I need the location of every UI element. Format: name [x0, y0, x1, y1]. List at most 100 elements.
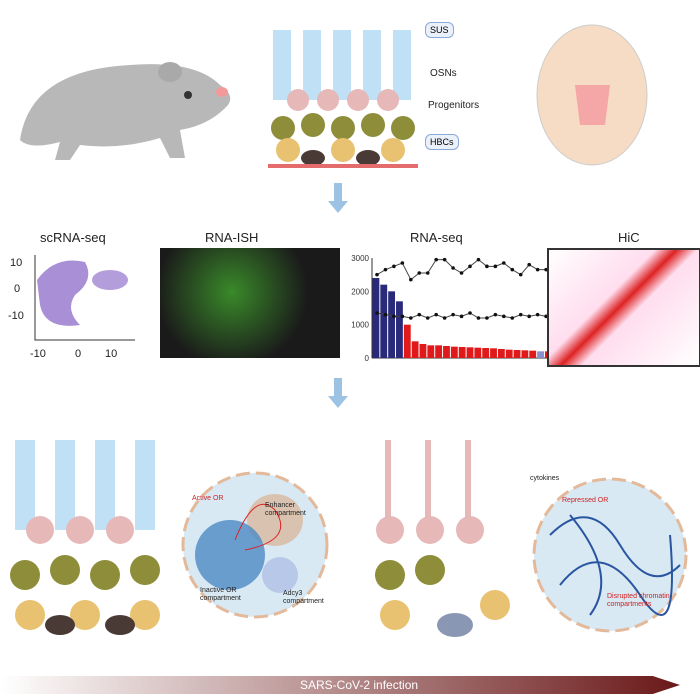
rnaseq-chart: 0 1000 2000 3000: [351, 254, 568, 363]
bar: [419, 344, 427, 358]
panel-title-ish: RNA-ISH: [205, 230, 259, 245]
inactive-label: Inactive OR compartment: [200, 587, 241, 602]
line-point: [502, 261, 506, 265]
progenitors-label: Progenitors: [428, 100, 480, 111]
infection-gradient-arrow: [0, 676, 680, 694]
line-point: [392, 314, 396, 319]
line-point: [468, 311, 472, 315]
bar: [396, 301, 403, 358]
line-point: [417, 312, 422, 317]
hic-heatmap: [547, 248, 700, 367]
bar: [466, 347, 474, 358]
line-point: [527, 262, 531, 267]
down-arrow-icon: [328, 378, 348, 408]
umap-ytick: 0: [14, 283, 21, 295]
y-tick-label: 1000: [351, 321, 369, 330]
active-or-label: Active OR: [192, 495, 224, 502]
bar: [380, 284, 388, 358]
bar: [490, 348, 497, 358]
line-point: [510, 267, 515, 272]
line-point: [451, 312, 455, 317]
line-point: [459, 314, 464, 319]
umap-ytick: -10: [8, 310, 24, 322]
umap-ytick: 10: [10, 257, 23, 269]
line-point: [409, 277, 413, 282]
bar: [537, 351, 544, 358]
line-point: [476, 257, 481, 262]
line-point: [510, 316, 515, 320]
bar: [505, 349, 513, 358]
line-point: [493, 312, 498, 317]
bar: [482, 348, 490, 358]
line-point: [409, 316, 413, 320]
line-point: [451, 266, 455, 270]
adcy3-label: Adcy3 compartment: [283, 590, 324, 605]
line-point: [493, 264, 498, 269]
hbcs-label: HBCs: [425, 134, 459, 150]
bar: [435, 345, 443, 358]
bar: [474, 347, 482, 358]
umap-xtick: 0: [75, 348, 82, 360]
line-point: [476, 316, 481, 320]
bar: [521, 350, 529, 358]
healthy-epithelium: [10, 440, 160, 635]
bar: [529, 350, 537, 358]
line-point: [400, 261, 405, 265]
line-point: [535, 267, 540, 272]
bar: [443, 346, 450, 358]
disrupted-nucleus: [532, 477, 688, 633]
line-point: [518, 272, 523, 277]
bar: [513, 350, 521, 358]
line-point: [425, 316, 430, 320]
hamster-illustration: [20, 62, 231, 160]
line-point: [375, 272, 379, 277]
line-point: [485, 264, 489, 269]
line-point: [375, 311, 379, 315]
line-point: [535, 312, 540, 317]
line-point: [425, 271, 430, 275]
line-point: [434, 257, 438, 262]
disrupted-label: Disrupted chromatin compartments: [607, 593, 670, 608]
umap-plot: [34, 255, 135, 341]
infected-epithelium: [375, 440, 510, 637]
bar: [388, 291, 396, 358]
line-point: [442, 257, 447, 262]
umap-xtick: -10: [30, 348, 46, 360]
bar: [372, 278, 380, 358]
line-point: [383, 267, 388, 272]
bar: [403, 324, 411, 358]
bar: [450, 346, 458, 358]
human-head-illustration: [536, 24, 648, 166]
y-tick-label: 2000: [351, 287, 369, 296]
panel-title-rnaseq: RNA-seq: [410, 230, 463, 245]
line-point: [485, 316, 489, 320]
sus-label: SUS: [425, 22, 454, 38]
infection-label: SARS-CoV-2 infection: [300, 678, 419, 692]
line-point: [468, 264, 472, 269]
repressed-or-label: Repressed OR: [562, 497, 609, 504]
line-point: [383, 312, 388, 317]
bar: [427, 345, 435, 358]
y-tick-label: 0: [365, 354, 370, 363]
cytokines-label: cytokines: [530, 475, 560, 482]
y-tick-label: 3000: [351, 254, 369, 263]
bar: [411, 341, 419, 358]
line-point: [527, 314, 531, 319]
panel-title-hic: HiC: [618, 230, 640, 245]
osns-label: OSNs: [430, 68, 457, 79]
rna-ish-image: [160, 248, 340, 358]
panel-title-scrna: scRNA-seq: [40, 230, 106, 245]
line-point: [434, 312, 438, 317]
healthy-nucleus: [181, 471, 329, 619]
line-point: [544, 314, 548, 319]
line-point: [459, 271, 464, 275]
bar: [458, 347, 466, 358]
series-line: [376, 259, 564, 281]
bar: [497, 349, 505, 358]
line-point: [502, 314, 506, 319]
olfactory-epithelium-top: [268, 30, 418, 168]
line-point: [544, 267, 548, 272]
enhancer-label: Enhancer compartment: [265, 502, 306, 517]
line-point: [392, 264, 396, 269]
umap-xtick: 10: [105, 348, 118, 360]
